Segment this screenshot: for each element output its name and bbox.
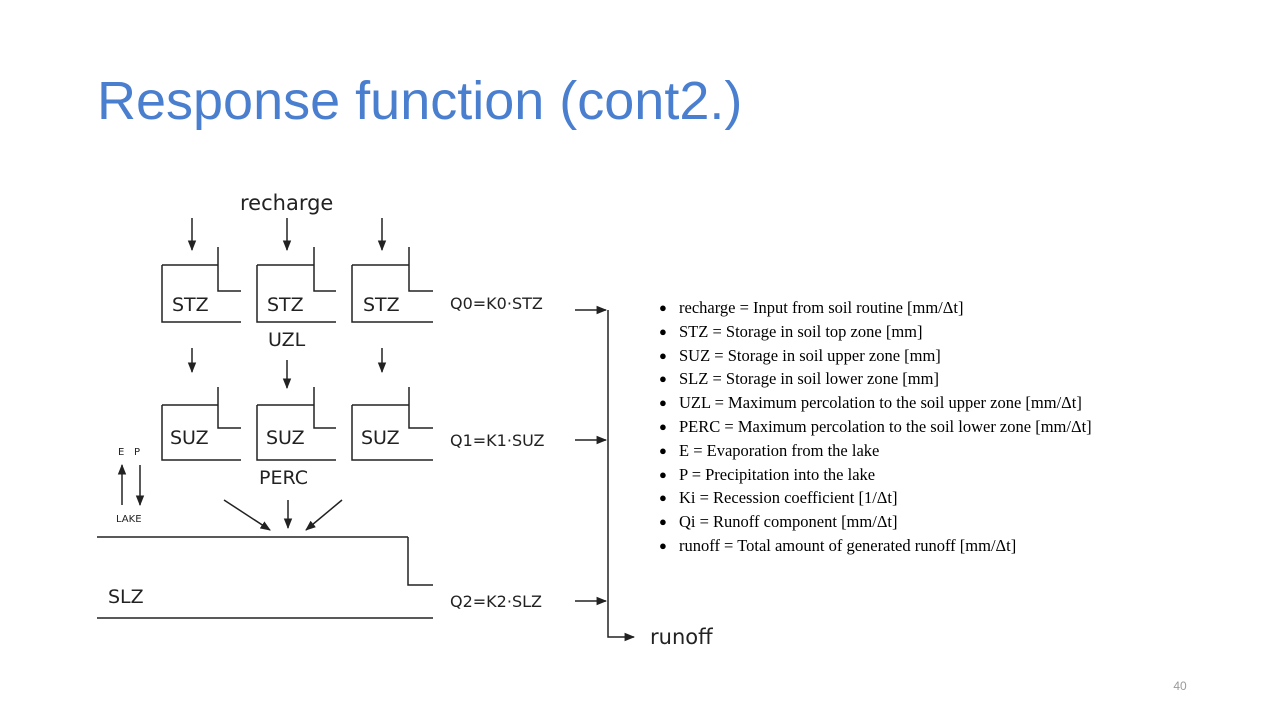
bullet-icon: ● [659, 490, 667, 506]
bullet-icon: ● [659, 442, 667, 458]
suz-bucket-2 [256, 387, 336, 461]
suz-label-2: SUZ [266, 427, 305, 449]
legend-item: ● Ki = Recession coefficient [1/Δt] [655, 486, 1092, 510]
legend-item: ● UZL = Maximum percolation to the soil u… [655, 391, 1092, 415]
suz-label-3: SUZ [361, 427, 400, 449]
bullet-icon: ● [659, 514, 667, 530]
suz-bucket-3 [351, 387, 433, 461]
stz-bucket-3 [351, 247, 433, 323]
runoff-label: runoff [650, 625, 713, 649]
legend-item: ● SLZ = Storage in soil lower zone [mm] [655, 367, 1092, 391]
page-number: 40 [1173, 679, 1187, 693]
stz-label-2: STZ [267, 294, 304, 316]
bullet-icon: ● [659, 418, 667, 434]
legend-item: ● STZ = Storage in soil top zone [mm] [655, 320, 1092, 344]
bullet-icon: ● [659, 395, 667, 411]
legend-item: ● P = Precipitation into the lake [655, 463, 1092, 487]
legend-item-text: Ki = Recession coefficient [1/Δt] [679, 488, 898, 508]
legend-item-text: Qi = Runoff component [mm/Δt] [679, 512, 898, 532]
runoff-collector-line [607, 310, 636, 642]
legend-item: ● runoff = Total amount of generated runo… [655, 534, 1092, 558]
e-label: E [118, 447, 124, 458]
suz-label-1: SUZ [170, 427, 209, 449]
slide-title: Response function (cont2.) [97, 71, 743, 131]
legend-item: ● E = Evaporation from the lake [655, 439, 1092, 463]
slz-reservoir [97, 536, 433, 619]
legend-item-text: runoff = Total amount of generated runof… [679, 535, 1017, 555]
legend-item-text: PERC = Maximum percolation to the soil l… [679, 416, 1092, 436]
legend-item-text: SUZ = Storage in soil upper zone [mm] [679, 345, 941, 365]
stz-bucket-1 [161, 247, 241, 323]
bullet-icon: ● [659, 371, 667, 387]
legend-item-text: UZL = Maximum percolation to the soil up… [679, 393, 1082, 413]
legend-item-text: SLZ = Storage in soil lower zone [mm] [679, 369, 939, 389]
legend-item: ● Qi = Runoff component [mm/Δt] [655, 510, 1092, 534]
uzl-label: UZL [268, 329, 306, 351]
legend-item: ● PERC = Maximum percolation to the soil … [655, 415, 1092, 439]
perc-label: PERC [259, 467, 308, 489]
legend-item-text: P = Precipitation into the lake [679, 464, 876, 484]
bullet-icon: ● [659, 300, 667, 315]
legend-item: ● recharge = Input from soil routine [mm/… [655, 296, 1092, 320]
bullet-icon: ● [659, 537, 667, 553]
legend-item-text: STZ = Storage in soil top zone [mm] [679, 321, 923, 341]
q2-equation: Q2=K2·SLZ [450, 592, 542, 611]
q1-equation: Q1=K1·SUZ [450, 431, 545, 450]
bullet-icon: ● [659, 323, 667, 339]
legend-item: ● SUZ = Storage in soil upper zone [mm] [655, 344, 1092, 368]
q0-equation: Q0=K0·STZ [450, 294, 543, 313]
stz-label-3: STZ [363, 294, 400, 316]
variable-legend: ● recharge = Input from soil routine [mm/… [655, 296, 1092, 558]
legend-item-text: E = Evaporation from the lake [679, 440, 880, 460]
stz-label-1: STZ [172, 294, 209, 316]
p-label: P [134, 447, 140, 458]
suz-bucket-1 [161, 387, 241, 461]
recharge-label: recharge [240, 191, 333, 215]
perc-arrow-right [305, 499, 343, 531]
stz-bucket-2 [256, 247, 336, 323]
bullet-icon: ● [659, 466, 667, 482]
bullet-icon: ● [659, 347, 667, 363]
legend-item-text: recharge = Input from soil routine [mm/Δ… [679, 298, 964, 317]
perc-arrow-left [223, 499, 271, 531]
slz-label: SLZ [108, 586, 144, 608]
lake-label: LAKE [116, 514, 142, 525]
